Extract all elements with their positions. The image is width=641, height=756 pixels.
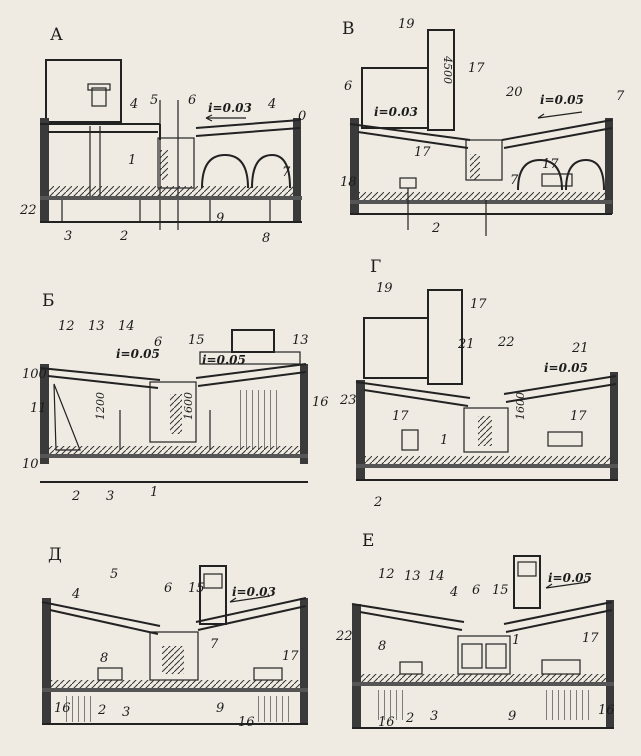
- svg-text:i=0.03: i=0.03: [232, 585, 276, 599]
- svg-text:6: 6: [344, 79, 352, 94]
- svg-text:17: 17: [468, 61, 485, 76]
- svg-text:Е: Е: [362, 531, 374, 551]
- svg-text:10: 10: [22, 457, 39, 472]
- svg-text:Г: Г: [370, 257, 381, 277]
- svg-text:15: 15: [188, 333, 205, 348]
- panel-a-title: А: [50, 25, 63, 45]
- svg-text:i=0.05: i=0.05: [116, 347, 160, 361]
- svg-text:13: 13: [292, 333, 309, 348]
- svg-text:3: 3: [106, 489, 114, 504]
- svg-text:17: 17: [542, 157, 559, 172]
- svg-text:17: 17: [392, 409, 409, 424]
- svg-text:4: 4: [71, 587, 80, 602]
- svg-text:19: 19: [398, 17, 415, 32]
- panel-g: Г 1600 i=0.05 19 17 21 22 21 23 17 17 1 …: [339, 257, 618, 510]
- svg-text:6: 6: [188, 93, 196, 108]
- svg-text:4: 4: [267, 97, 276, 112]
- panel-b: Б 1200 1600 i=0.05 i=0.05 100 12 13 14 6…: [22, 291, 329, 504]
- svg-text:В: В: [342, 19, 355, 39]
- svg-text:22: 22: [335, 629, 353, 644]
- panel-a-slope: i=0.03: [208, 101, 252, 115]
- svg-text:8: 8: [100, 651, 108, 666]
- svg-text:17: 17: [582, 631, 599, 646]
- svg-text:8: 8: [262, 231, 270, 246]
- svg-text:17: 17: [570, 409, 587, 424]
- svg-text:12: 12: [58, 319, 75, 334]
- svg-text:2: 2: [71, 489, 80, 504]
- svg-text:20: 20: [505, 85, 523, 100]
- svg-text:100: 100: [22, 367, 47, 382]
- svg-text:4: 4: [449, 585, 458, 600]
- svg-text:22: 22: [19, 203, 37, 218]
- svg-text:2: 2: [405, 711, 414, 726]
- svg-text:i=0.05: i=0.05: [548, 571, 592, 585]
- svg-text:13: 13: [88, 319, 105, 334]
- svg-text:16: 16: [238, 715, 255, 730]
- svg-text:7: 7: [282, 165, 291, 180]
- svg-text:23: 23: [339, 393, 357, 408]
- svg-text:16: 16: [598, 703, 615, 718]
- svg-text:7: 7: [616, 89, 625, 104]
- svg-text:3: 3: [64, 229, 72, 244]
- svg-text:16: 16: [378, 715, 395, 730]
- svg-text:3: 3: [122, 705, 130, 720]
- svg-text:i=0.05: i=0.05: [544, 361, 588, 375]
- svg-text:16: 16: [54, 701, 71, 716]
- svg-text:1600: 1600: [182, 392, 195, 420]
- svg-text:17: 17: [282, 649, 299, 664]
- svg-text:1: 1: [150, 485, 158, 500]
- svg-text:6: 6: [154, 335, 162, 350]
- svg-text:Б: Б: [42, 291, 55, 311]
- svg-text:i=0.03: i=0.03: [374, 105, 418, 119]
- svg-text:6: 6: [472, 583, 480, 598]
- svg-text:7: 7: [210, 637, 219, 652]
- svg-text:21: 21: [571, 341, 589, 356]
- svg-text:17: 17: [470, 297, 487, 312]
- svg-text:21: 21: [457, 337, 475, 352]
- svg-text:1: 1: [440, 433, 448, 448]
- svg-text:22: 22: [497, 335, 515, 350]
- svg-text:2: 2: [431, 221, 440, 236]
- svg-text:14: 14: [428, 569, 445, 584]
- svg-text:i=0.05: i=0.05: [202, 353, 246, 367]
- svg-text:14: 14: [118, 319, 135, 334]
- svg-text:1: 1: [512, 633, 520, 648]
- svg-text:7: 7: [510, 173, 519, 188]
- svg-text:9: 9: [216, 701, 224, 716]
- svg-text:8: 8: [378, 639, 386, 654]
- svg-text:1200: 1200: [94, 392, 107, 420]
- svg-text:i=0.05: i=0.05: [540, 93, 584, 107]
- svg-text:11: 11: [30, 401, 47, 416]
- svg-text:6: 6: [164, 581, 172, 596]
- svg-text:15: 15: [492, 583, 509, 598]
- svg-text:1: 1: [128, 153, 136, 168]
- svg-text:3: 3: [430, 709, 438, 724]
- svg-text:5: 5: [150, 93, 158, 108]
- svg-text:0: 0: [298, 109, 306, 124]
- svg-text:12: 12: [378, 567, 395, 582]
- svg-text:16: 16: [312, 395, 329, 410]
- svg-text:2: 2: [97, 703, 106, 718]
- svg-text:4500: 4500: [441, 55, 454, 84]
- svg-text:15: 15: [188, 581, 205, 596]
- svg-text:9: 9: [508, 709, 516, 724]
- svg-text:2: 2: [119, 229, 128, 244]
- panel-e: Е i=0.05 12 13 14 4 6 15 1 17 22 8 16 2 …: [335, 531, 615, 730]
- svg-text:18: 18: [340, 175, 357, 190]
- svg-text:5: 5: [110, 567, 118, 582]
- svg-text:1600: 1600: [514, 392, 527, 420]
- panel-d: Д i=0.03 4 5 6 15 7 8 17 16 2 3 9 16: [41, 545, 308, 730]
- svg-text:19: 19: [376, 281, 393, 296]
- panel-a: А i=0.03 4 5 6 4 7 1 22 3: [19, 25, 306, 246]
- panel-v: В 4500 i=0.03 i=0.05 19 17 6 20 7 17 17 …: [340, 17, 625, 236]
- svg-text:9: 9: [216, 211, 224, 226]
- svg-text:Д: Д: [48, 545, 62, 565]
- svg-text:17: 17: [414, 145, 431, 160]
- svg-text:13: 13: [404, 569, 421, 584]
- svg-text:4: 4: [129, 97, 138, 112]
- svg-text:2: 2: [373, 495, 382, 510]
